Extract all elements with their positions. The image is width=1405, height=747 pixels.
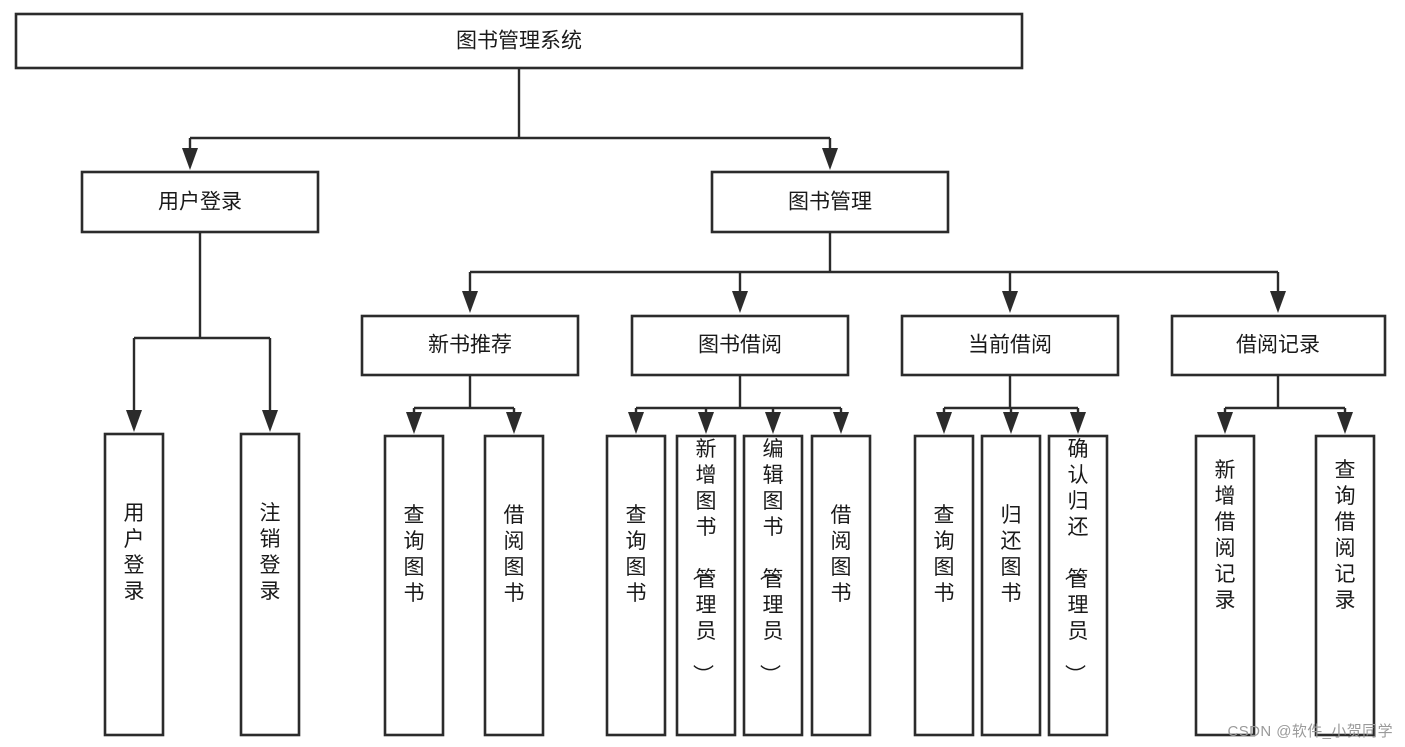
node-leaf-confirm-return[interactable]: 确认归还（管理员）: [1047, 434, 1109, 737]
node-leaf-borrow-book-1[interactable]: 借阅图书: [483, 434, 545, 737]
node-leaf-user-logout-box[interactable]: [239, 432, 301, 737]
node-user-login[interactable]: 用户登录: [80, 170, 320, 234]
arrowhead-leaf-query-book-3: [936, 412, 952, 434]
csdn-watermark: CSDN @软件_小贺同学: [1227, 723, 1393, 740]
node-leaf-query-book-1[interactable]: 查询图书: [383, 434, 445, 737]
node-leaf-return-book[interactable]: 归还图书: [980, 434, 1042, 737]
node-leaf-query-book-2-box[interactable]: [605, 434, 667, 737]
connector-user-login-bus: [132, 232, 272, 420]
node-leaf-query-book-1-label: 查询图书: [404, 504, 425, 605]
node-leaf-add-book-label: 新增图书（管理员）: [691, 438, 717, 685]
node-leaf-user-login-label: 用户登录: [124, 502, 145, 603]
arrowhead-book-manage: [822, 148, 838, 170]
node-user-login-box[interactable]: [80, 170, 320, 234]
node-leaf-add-book[interactable]: 新增图书（管理员）: [675, 434, 737, 737]
node-leaf-confirm-return-box[interactable]: [1047, 434, 1109, 737]
arrowhead-leaf-return-book: [1003, 412, 1019, 434]
node-book-manage-label: 图书管理: [788, 191, 872, 214]
arrowhead-leaf-user-logout: [262, 410, 278, 432]
node-leaf-user-login-box[interactable]: [103, 432, 165, 737]
node-leaf-return-book-box[interactable]: [980, 434, 1042, 737]
node-leaf-borrow-book-2[interactable]: 借阅图书: [810, 434, 872, 737]
connector-layer: [126, 68, 1353, 434]
node-root-box[interactable]: [14, 12, 1024, 70]
node-leaf-query-record[interactable]: 查询借阅记录: [1314, 434, 1376, 737]
node-leaf-borrow-book-1-label: 借阅图书: [504, 504, 525, 605]
arrowhead-book-borrow: [732, 291, 748, 313]
node-current-borrow-label: 当前借阅: [968, 334, 1052, 357]
node-leaf-edit-book-label: 编辑图书（管理员）: [758, 438, 784, 685]
node-current-borrow[interactable]: 当前借阅: [900, 314, 1120, 377]
node-leaf-query-book-2-label: 查询图书: [626, 504, 647, 605]
node-new-book-rec-label: 新书推荐: [428, 334, 512, 357]
node-book-borrow-label: 图书借阅: [698, 334, 782, 357]
node-leaf-borrow-book-2-label: 借阅图书: [831, 504, 852, 605]
node-book-borrow[interactable]: 图书借阅: [630, 314, 850, 377]
arrowhead-leaf-edit-book: [765, 412, 781, 434]
connector-root-bus: [188, 68, 832, 160]
node-leaf-edit-book-box[interactable]: [742, 434, 804, 737]
node-leaf-query-record-label: 查询借阅记录: [1335, 459, 1356, 612]
arrowhead-leaf-borrow-book-2: [833, 412, 849, 434]
node-new-book-rec[interactable]: 新书推荐: [360, 314, 580, 377]
arrowhead-leaf-add-record: [1217, 412, 1233, 434]
node-leaf-query-record-box[interactable]: [1314, 434, 1376, 737]
node-leaf-add-book-box[interactable]: [675, 434, 737, 737]
arrowhead-current-borrow: [1002, 291, 1018, 313]
node-leaf-query-book-1-box[interactable]: [383, 434, 445, 737]
arrowhead-leaf-confirm-return: [1070, 412, 1086, 434]
arrowhead-leaf-add-book: [698, 412, 714, 434]
node-leaf-add-record-box[interactable]: [1194, 434, 1256, 737]
node-leaf-borrow-book-2-box[interactable]: [810, 434, 872, 737]
node-book-borrow-box[interactable]: [630, 314, 850, 377]
node-leaf-edit-book[interactable]: 编辑图书（管理员）: [742, 434, 804, 737]
arrowhead-user-login: [182, 148, 198, 170]
node-leaf-add-record-label: 新增借阅记录: [1215, 459, 1236, 612]
node-leaf-query-book-2[interactable]: 查询图书: [605, 434, 667, 737]
connector-new-book-rec-bus: [412, 375, 516, 422]
arrowhead-new-book-rec: [462, 291, 478, 313]
node-borrow-record-label: 借阅记录: [1236, 334, 1320, 357]
node-current-borrow-box[interactable]: [900, 314, 1120, 377]
arrowhead-leaf-query-record: [1337, 412, 1353, 434]
node-root[interactable]: 图书管理系统: [14, 12, 1024, 70]
connector-borrow-record-bus: [1223, 375, 1347, 422]
node-leaf-query-book-3-box[interactable]: [913, 434, 975, 737]
node-book-manage[interactable]: 图书管理: [710, 170, 950, 234]
node-book-manage-box[interactable]: [710, 170, 950, 234]
node-leaf-return-book-label: 归还图书: [1001, 504, 1022, 605]
node-leaf-add-record[interactable]: 新增借阅记录: [1194, 434, 1256, 737]
arrowhead-leaf-query-book-1: [406, 412, 422, 434]
node-leaf-borrow-book-1-box[interactable]: [483, 434, 545, 737]
connector-book-borrow-bus: [634, 375, 843, 422]
node-leaf-query-book-3[interactable]: 查询图书: [913, 434, 975, 737]
node-borrow-record-box[interactable]: [1170, 314, 1387, 377]
arrowhead-leaf-query-book-2: [628, 412, 644, 434]
node-leaf-query-book-3-label: 查询图书: [934, 504, 955, 605]
arrowhead-borrow-record: [1270, 291, 1286, 313]
node-user-login-label: 用户登录: [158, 191, 242, 214]
node-leaf-confirm-return-label: 确认归还（管理员）: [1063, 438, 1089, 685]
node-borrow-record[interactable]: 借阅记录: [1170, 314, 1387, 377]
arrowhead-leaf-user-login: [126, 410, 142, 432]
node-new-book-rec-box[interactable]: [360, 314, 580, 377]
node-leaf-user-logout[interactable]: 注销登录: [239, 432, 301, 737]
connector-book-manage-bus: [468, 232, 1280, 303]
arrowhead-leaf-borrow-book-1: [506, 412, 522, 434]
node-root-label: 图书管理系统: [456, 30, 582, 53]
node-leaf-user-login[interactable]: 用户登录: [103, 432, 165, 737]
node-leaf-user-logout-label: 注销登录: [260, 502, 281, 603]
